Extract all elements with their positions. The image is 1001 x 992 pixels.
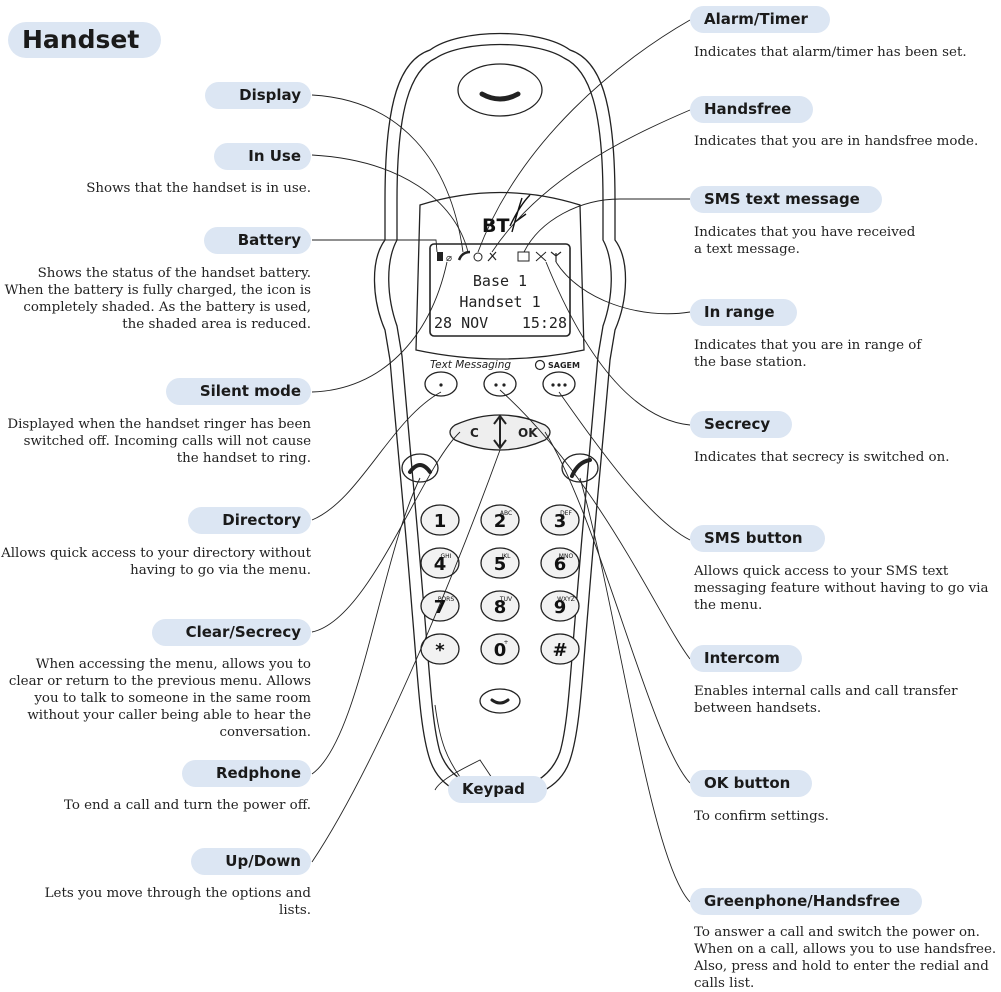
desc-alarm-timer: Indicates that alarm/timer has been set. — [694, 45, 967, 60]
label-up-down: Up/Down — [191, 848, 311, 875]
label-in-use: In Use — [214, 143, 311, 170]
key-letters: DEF — [560, 510, 572, 517]
desc-sms-text-message: Indicates that you have received a text … — [694, 225, 916, 257]
label-sms-text-message: SMS text message — [690, 186, 882, 213]
desc-secrecy: Indicates that secrecy is switched on. — [694, 450, 950, 465]
key-digit: 9 — [554, 597, 567, 618]
label-greenphone-handsfree: Greenphone/Handsfree — [690, 888, 923, 915]
key-star: * — [420, 633, 460, 665]
key-digit: 5 — [494, 554, 507, 575]
key-digit: 3 — [554, 511, 567, 532]
key-1: 1 — [420, 504, 460, 536]
desc-intercom: Enables internal calls and call transfer… — [694, 684, 958, 716]
desc-in-range: Indicates that you are in range of the b… — [694, 338, 922, 370]
key-digit: 4 — [434, 554, 447, 575]
handset-body — [373, 32, 627, 801]
desc-handsfree: Indicates that you are in handsfree mode… — [694, 134, 979, 149]
key-digit: * — [435, 640, 445, 661]
key-digit: # — [552, 640, 567, 661]
lcd-status-icons: ⌀ — [437, 250, 562, 264]
key-digit: 0 — [494, 640, 507, 661]
label-ok-button: OK button — [690, 770, 813, 797]
label-in-range: In range — [690, 299, 797, 326]
brand-logo: BT — [482, 215, 509, 237]
svg-text:⌀: ⌀ — [446, 253, 452, 264]
label-intercom: Intercom — [690, 645, 802, 672]
key-digit: 8 — [494, 597, 507, 618]
lcd-time: 15:28 — [522, 314, 567, 332]
clear-key-label: C — [470, 426, 479, 440]
page-title: Handset — [8, 22, 162, 58]
desc-silent-mode: Displayed when the handset ringer has be… — [7, 417, 311, 466]
label-directory: Directory — [188, 507, 311, 534]
key-letters: GHI — [441, 553, 452, 560]
lcd-date: 28 NOV — [434, 314, 488, 332]
text-messaging-label: Text Messaging — [430, 359, 511, 371]
label-redphone: Redphone — [181, 760, 311, 787]
callout-lines — [311, 19, 691, 903]
key-digit: 2 — [494, 511, 507, 532]
desc-in-use: Shows that the handset is in use. — [86, 181, 311, 196]
key-digit: 1 — [434, 511, 447, 532]
label-display: Display — [205, 82, 311, 109]
label-sms-button: SMS button — [690, 525, 825, 552]
key-letters: MNO — [559, 553, 574, 560]
brand-swoosh — [509, 194, 531, 233]
key-hash: # — [540, 633, 580, 665]
desc-greenphone-handsfree: To answer a call and switch the power on… — [694, 925, 997, 991]
ok-key-label: OK — [518, 426, 538, 440]
key-0: 0+ — [480, 633, 520, 665]
key-letters: PQRS — [438, 596, 455, 603]
label-silent-mode: Silent mode — [165, 378, 311, 405]
desc-up-down: Lets you move through the options and li… — [44, 886, 311, 918]
label-battery: Battery — [203, 227, 311, 254]
label-alarm-timer: Alarm/Timer — [690, 6, 830, 33]
key-letters: JKL — [500, 553, 511, 560]
key-digit: 6 — [554, 554, 567, 575]
label-secrecy: Secrecy — [690, 411, 793, 438]
handset-illustration: BT Text Messaging SAGEM C OK ⌀ Base 1 Ha… — [311, 19, 691, 903]
label-handsfree: Handsfree — [690, 96, 814, 123]
maker-logo: SAGEM — [548, 361, 580, 370]
key-letters: WXYZ — [557, 596, 575, 603]
desc-redphone: To end a call and turn the power off. — [63, 798, 311, 813]
key-letters: ABC — [500, 510, 512, 517]
label-clear-secrecy: Clear/Secrecy — [151, 619, 311, 646]
desc-directory: Allows quick access to your directory wi… — [1, 546, 311, 578]
label-keypad: Keypad — [448, 776, 547, 803]
lcd-line-1: Base 1 — [473, 272, 527, 290]
key-digit: 7 — [434, 597, 447, 618]
desc-battery: Shows the status of the handset battery.… — [4, 266, 311, 332]
lcd-line-2: Handset 1 — [459, 293, 540, 311]
key-letters: TUV — [499, 596, 513, 603]
desc-clear-secrecy: When accessing the menu, allows you to c… — [8, 657, 311, 740]
desc-sms-button: Allows quick access to your SMS text mes… — [694, 564, 989, 613]
key-letters: + — [503, 639, 508, 646]
desc-ok-button: To confirm settings. — [694, 809, 829, 824]
